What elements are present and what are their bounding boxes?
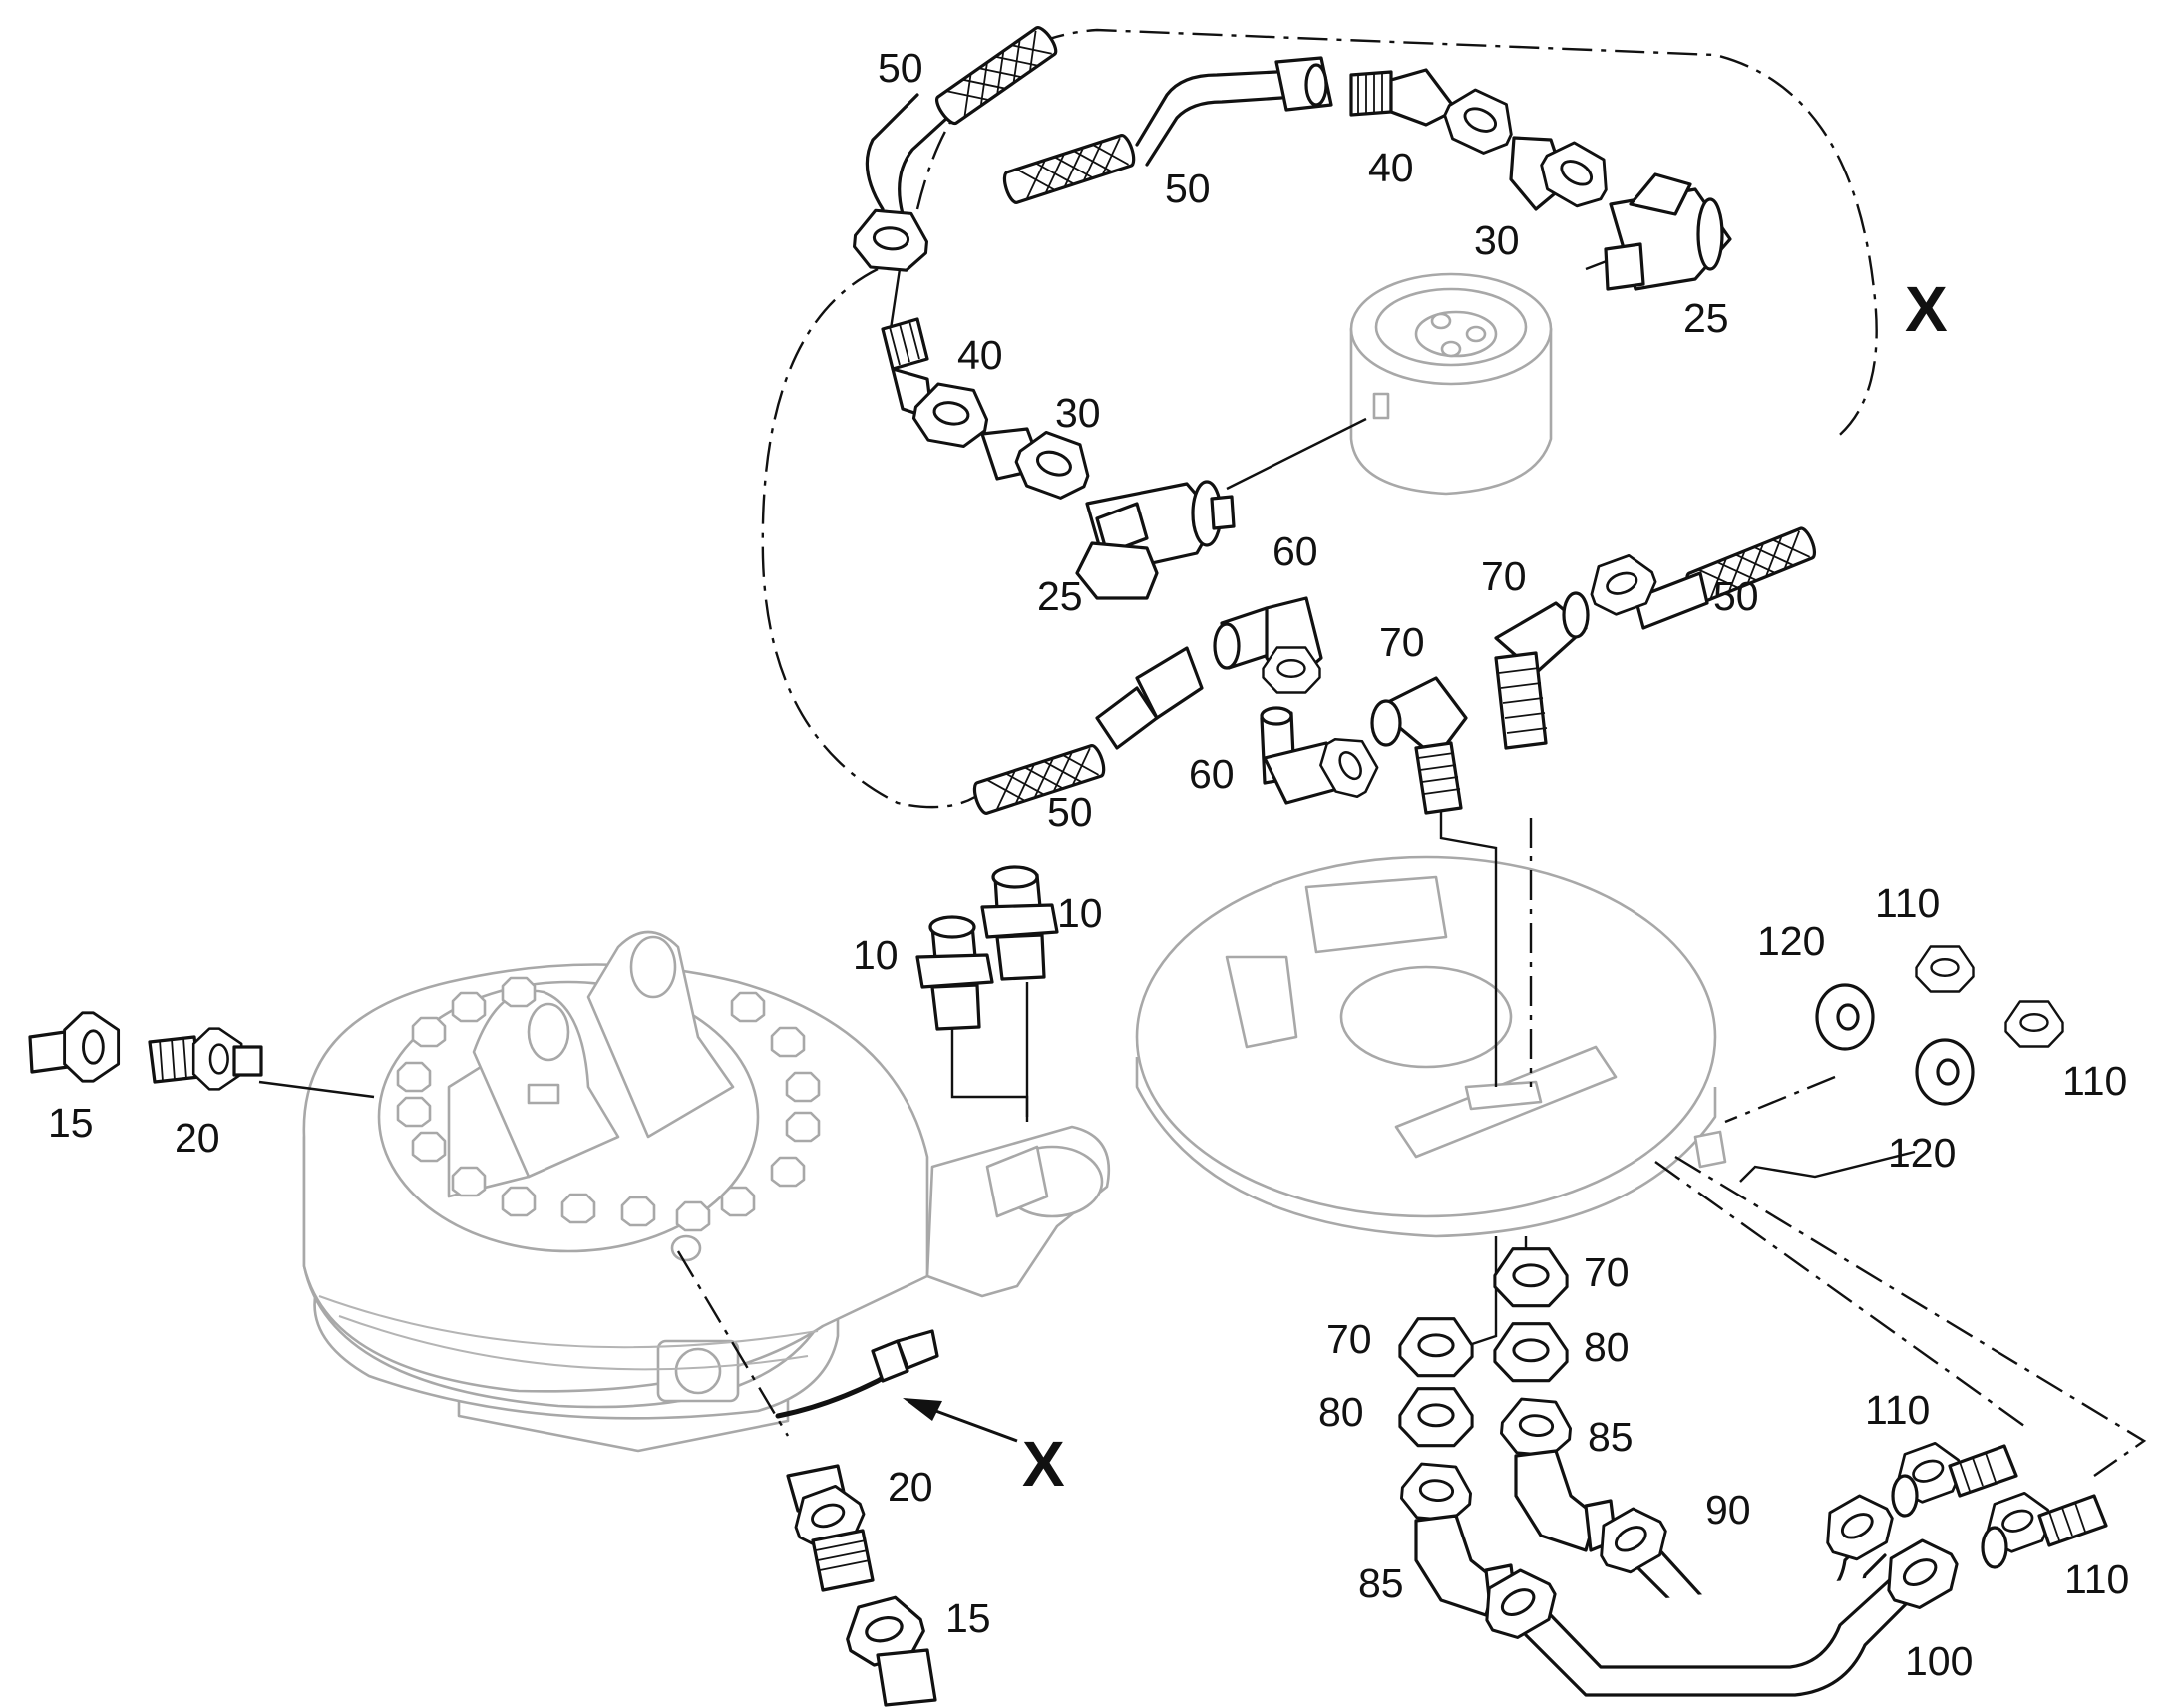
label-110: 110 [2064, 1556, 2129, 1602]
nipple-10-left [915, 915, 994, 1031]
fitting-40-top [1349, 68, 1524, 163]
pipe-100 [1472, 1530, 1969, 1697]
label-120: 120 [1888, 1130, 1956, 1176]
label-25: 25 [1683, 295, 1729, 341]
label-50: 50 [1713, 573, 1759, 619]
adapter-15-left [28, 1011, 121, 1083]
hose-50-top-middle [999, 56, 1333, 206]
label-60: 60 [1272, 528, 1318, 574]
elbow-60-upper [1213, 596, 1323, 694]
hose-50-bottom [969, 646, 1204, 817]
hose-50-right [1582, 524, 1820, 630]
label-25: 25 [1037, 573, 1083, 619]
label-50: 50 [1047, 789, 1093, 835]
nut-70-plate-right [1493, 1247, 1569, 1308]
union-110-lower [1978, 1486, 2108, 1569]
label-30: 30 [1474, 217, 1520, 263]
nipple-20-left [148, 1027, 263, 1091]
label-50: 50 [878, 45, 923, 91]
label-10: 10 [1057, 890, 1103, 936]
label-110: 110 [1865, 1387, 1930, 1433]
swivel-housing [302, 930, 1111, 1453]
elbow-60-lower [1260, 706, 1387, 807]
elbow-70-right [1494, 591, 1590, 750]
label-120: 120 [1757, 918, 1825, 964]
adapter-15-bottom [838, 1590, 937, 1707]
label-110: 110 [2062, 1058, 2127, 1104]
label-80: 80 [1584, 1324, 1630, 1370]
elbow-85-right [1498, 1396, 1618, 1552]
union-110-upper [1888, 1436, 2018, 1518]
mounting-plate [1135, 855, 1727, 1238]
nipple-20-bottom [785, 1464, 875, 1592]
nut-110-a [1915, 945, 1975, 993]
label-90: 90 [1705, 1487, 1751, 1533]
label-110: 110 [1875, 880, 1940, 926]
label-20: 20 [888, 1464, 933, 1510]
label-40: 40 [957, 332, 1003, 378]
label-50: 50 [1165, 166, 1211, 211]
nut-80-right [1493, 1322, 1569, 1383]
x-arrow [903, 1398, 1018, 1443]
label-20: 20 [175, 1115, 220, 1161]
label-70: 70 [1481, 553, 1527, 599]
label-100: 100 [1905, 1638, 1973, 1684]
swivel-body [1349, 272, 1553, 496]
label-10: 10 [853, 932, 899, 978]
label-70: 70 [1326, 1316, 1372, 1362]
tee-25-left [1075, 480, 1236, 600]
adapter-30-left [980, 424, 1099, 507]
label-x: X [1905, 273, 1948, 345]
label-15: 15 [48, 1100, 94, 1146]
label-60: 60 [1189, 751, 1235, 797]
nut-80-left [1398, 1387, 1474, 1448]
label-85: 85 [1358, 1560, 1404, 1606]
washer-120-upper [1815, 983, 1875, 1051]
label-85: 85 [1588, 1414, 1634, 1460]
nipple-10-right [980, 865, 1059, 981]
adapter-30-top [1509, 132, 1621, 216]
callout-labels: 50 50 40 30 25 X 40 30 25 60 70 50 70 60… [48, 45, 2129, 1684]
label-30: 30 [1055, 390, 1101, 436]
nut-70-plate-left [1398, 1317, 1474, 1378]
label-x: X [1022, 1428, 1065, 1500]
label-70: 70 [1379, 619, 1425, 665]
washer-120-lower [1915, 1038, 1975, 1106]
assembly-x-boundary [761, 28, 1878, 809]
elbow-70-left [1370, 676, 1468, 815]
tee-25-top [1604, 172, 1732, 291]
elbow-40-left [881, 317, 993, 452]
hose-50-top-left [851, 23, 1061, 274]
label-70: 70 [1584, 1249, 1630, 1295]
label-15: 15 [945, 1595, 991, 1641]
label-80: 80 [1318, 1389, 1364, 1435]
label-40: 40 [1368, 145, 1414, 190]
nut-110-b [2004, 1000, 2064, 1048]
